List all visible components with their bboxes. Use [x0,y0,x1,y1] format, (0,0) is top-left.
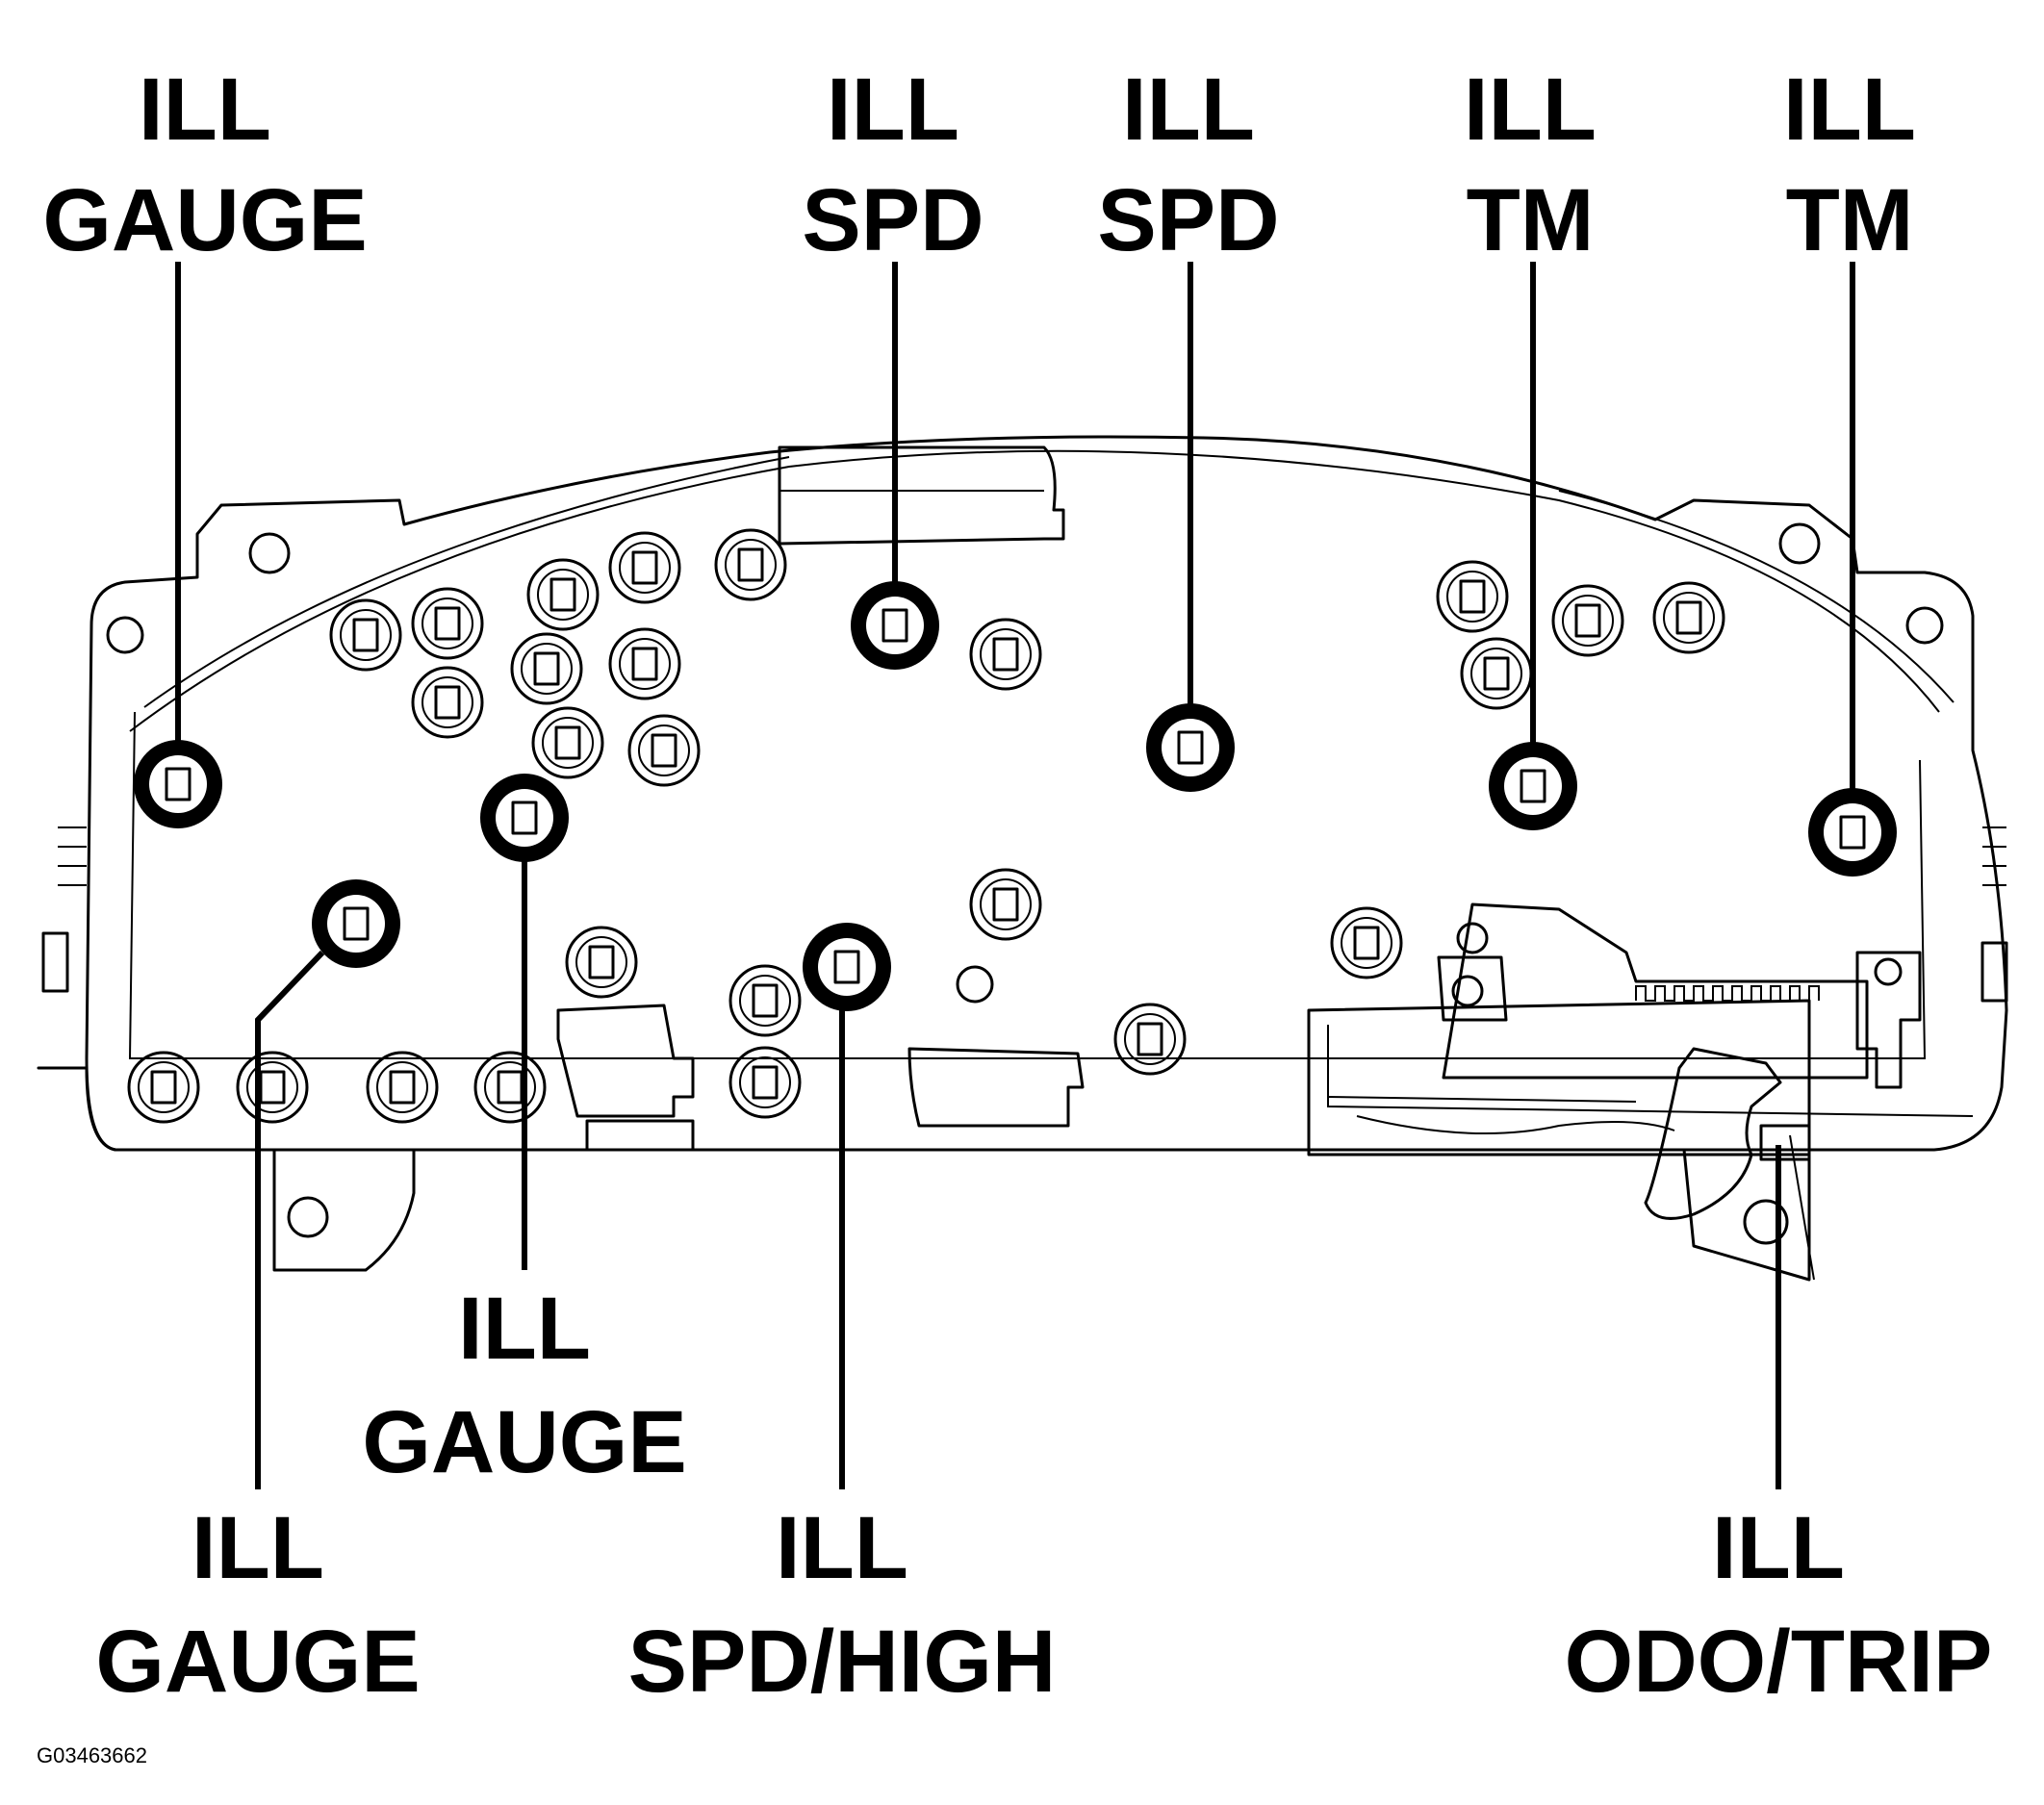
bulb-ill-tm-1 [1489,742,1577,830]
callout-tm-1: ILL TM [1464,61,1597,269]
callout-line1: ILL [1712,1499,1845,1597]
highlighted-bulbs [134,581,1897,1011]
bulb-socket [1330,906,1403,979]
bulb-socket [366,1051,439,1124]
callout-line1: ILL [192,1499,324,1597]
callout-line1: ILL [827,61,959,159]
leader-lines [175,262,1855,1489]
bulb-ill-tm-2 [1808,788,1897,877]
bulb-socket [1460,637,1533,710]
bulb-socket [969,618,1042,691]
bulb-socket [1436,560,1509,633]
bulb-socket [127,1051,200,1124]
callout-line1: ILL [458,1280,591,1378]
bulb-socket [728,1046,802,1119]
callout-line2: TM [1786,171,1914,269]
bulb-ill-spd-2 [1146,703,1235,792]
callout-line2: SPD/HIGH [628,1613,1057,1711]
figure-id: G03463662 [37,1743,147,1767]
bulb-socket [531,706,604,779]
bulb-socket [411,587,484,660]
callout-gauge-left-bottom: ILL GAUGE [95,1499,420,1711]
bulb-socket [526,558,600,631]
bulb-ill-gauge-left-top [134,740,222,828]
bulb-socket [411,666,484,739]
bulb-socket [714,528,787,601]
bulb-socket [236,1051,309,1124]
cluster-housing [37,435,2008,1282]
callout-line2: GAUGE [362,1393,686,1491]
callout-tm-2: ILL TM [1783,61,1916,269]
callout-odo-trip: ILL ODO/TRIP [1565,1499,1993,1711]
bulb-socket [627,714,701,787]
bulb-ill-spd-1 [851,581,939,670]
callout-gauge-center-bottom: ILL GAUGE [362,1280,686,1491]
callout-line2: GAUGE [42,171,367,269]
bulb-socket [510,632,583,705]
callout-spd-2: ILL SPD [1097,61,1279,269]
bulb-socket [1652,581,1725,654]
callout-line2: GAUGE [95,1613,420,1711]
bulb-socket [1551,584,1624,657]
leader-gauge-left-bottom [255,950,325,1489]
callout-line1: ILL [776,1499,908,1597]
callout-line2: TM [1467,171,1595,269]
bulb-socket [329,598,402,672]
bulb-socket [969,868,1042,941]
bulb-socket [473,1051,547,1124]
bulb-socket [608,627,681,700]
bulb-ill-gauge-center [480,774,569,862]
bulb-ill-gauge-left-bottom [312,879,400,968]
bulb-sockets [127,528,1725,1124]
bulb-socket [608,531,681,604]
callout-labels: ILL GAUGE ILL SPD ILL SPD ILL TM ILL TM … [42,61,1992,1711]
bulb-socket [1113,1003,1187,1076]
callout-line1: ILL [1464,61,1597,159]
bulb-socket [565,926,638,999]
callout-spd-high: ILL SPD/HIGH [628,1499,1057,1711]
callout-gauge-left-top: ILL GAUGE [42,61,367,269]
callout-line1: ILL [1122,61,1255,159]
bulb-ill-spd-high [803,923,891,1011]
callout-line2: SPD [1097,171,1279,269]
callout-line1: ILL [1783,61,1916,159]
callout-line1: ILL [139,61,271,159]
callout-spd-1: ILL SPD [802,61,984,269]
bulb-socket [728,964,802,1037]
callout-line2: ODO/TRIP [1565,1613,1993,1711]
callout-line2: SPD [802,171,984,269]
